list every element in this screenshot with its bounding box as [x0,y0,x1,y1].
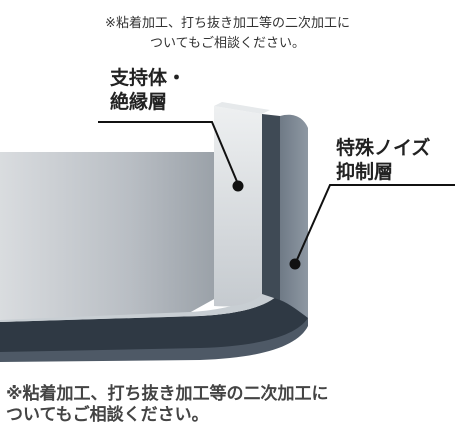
bottom-note-line1: ※粘着加工、打ち抜き加工等の二次加工に [6,384,329,404]
bottom-note: ※粘着加工、打ち抜き加工等の二次加工に ついてもご相談ください。 [6,384,329,426]
bottom-note-line2: ついてもご相談ください。 [6,405,209,425]
noise-layer-bottom-edge [0,318,308,362]
support-leader-line [98,121,239,185]
support-layer-bottom [0,286,282,322]
base-plate [0,152,216,322]
noise-suppression-layer [262,114,280,300]
noise-leader-line [295,184,455,263]
noise-layer-label: 特殊ノイズ 抑制層 [336,136,430,184]
top-note-line2: ついてもご相談ください。 [150,36,305,51]
support-layer [214,106,262,307]
noise-layer-bottom [0,290,308,356]
support-label-line1: 支持体・ [110,67,187,89]
support-leader-dot [232,180,244,192]
support-layer-top [214,102,270,114]
support-layer-label: 支持体・ 絶縁層 [110,66,186,114]
noise-label-line2: 抑制層 [336,161,394,183]
noise-leader-dot [289,258,301,270]
top-note-line1: ※粘着加工、打ち抜き加工等の二次加工に [105,16,350,31]
support-label-line2: 絶縁層 [110,91,168,113]
outer-face [280,114,308,319]
top-note: ※粘着加工、打ち抜き加工等の二次加工に ついてもご相談ください。 [0,14,455,54]
noise-label-line1: 特殊ノイズ [336,137,431,159]
